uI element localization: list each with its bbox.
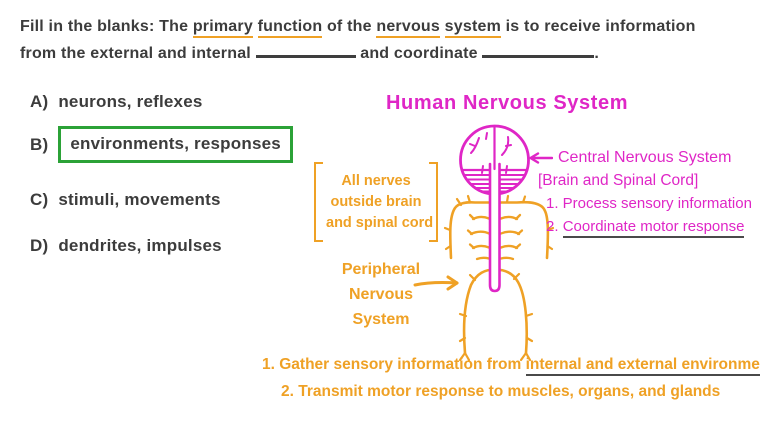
- option-label: B): [30, 134, 49, 154]
- cns-label-block: Central Nervous System [Brain and Spinal…: [527, 146, 752, 238]
- underlined-word-nervous: nervous: [376, 18, 440, 38]
- blank-2: [482, 44, 595, 58]
- pns-label: Peripheral Nervous System: [341, 261, 421, 328]
- option-text: neurons, reflexes: [58, 92, 203, 111]
- option-row-a: A) neurons, reflexes: [30, 92, 203, 112]
- bracket-line: All nerves: [341, 172, 411, 189]
- spinal-cord-drawing: [488, 125, 501, 293]
- ribs-drawing: [466, 213, 524, 261]
- cns-subtitle: [Brain and Spinal Cord]: [538, 172, 699, 189]
- pns-bracket-label: All nerves outside brain and spinal cord: [314, 162, 438, 242]
- diagram-title: Human Nervous System: [386, 92, 629, 114]
- option-row-c: C) stimuli, movements: [30, 190, 221, 210]
- cns-item-1: 1. Process sensory information: [546, 195, 752, 212]
- option-label: A): [30, 92, 49, 111]
- cns-title: Central Nervous System: [558, 149, 732, 166]
- correct-answer-box: environments, responses: [58, 126, 293, 163]
- blank-1: [255, 44, 356, 58]
- bracket-line: outside brain: [330, 193, 422, 210]
- right-bracket: [429, 162, 438, 242]
- option-label: D): [30, 236, 49, 255]
- question-line-1: Fill in the blanks: The primary function…: [20, 13, 756, 40]
- left-arrow-icon: [529, 151, 553, 164]
- option-text: stimuli, movements: [58, 190, 221, 209]
- option-row-b: B) environments, responses: [30, 126, 293, 163]
- option-label: C): [30, 190, 49, 209]
- option-row-d: D) dendrites, impulses: [30, 236, 222, 256]
- pns-function-item-1: 1. Gather sensory information from inter…: [262, 351, 760, 378]
- nervous-system-figure: [413, 124, 555, 362]
- pns-functions: 1. Gather sensory information from inter…: [262, 351, 760, 405]
- cns-item-2: 2. Coordinate motor response: [546, 215, 752, 238]
- option-text: environments, responses: [70, 134, 281, 153]
- bracket-line: and spinal cord: [326, 214, 434, 231]
- right-arrow-icon: [413, 275, 459, 291]
- pns-function-item-2: 2. Transmit motor response to muscles, o…: [281, 383, 721, 400]
- left-bracket: [314, 162, 323, 242]
- underlined-word-primary: primary: [192, 18, 253, 38]
- underlined-word-function: function: [257, 18, 323, 38]
- underlined-word-system: system: [444, 18, 502, 38]
- option-text: dendrites, impulses: [58, 236, 222, 255]
- question-line-2: from the external and internal and coord…: [20, 44, 600, 62]
- question-text: Fill in the blanks: The primary function…: [20, 13, 756, 67]
